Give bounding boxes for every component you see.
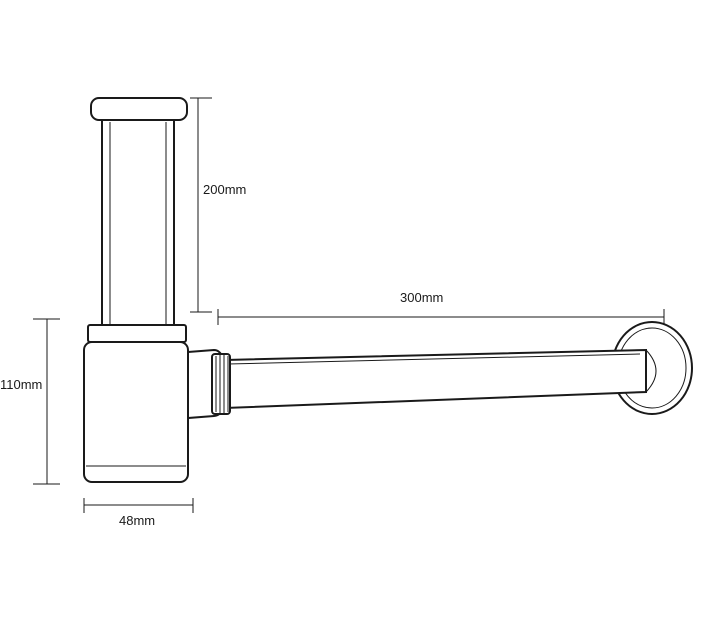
nut-knurling	[215, 355, 229, 413]
dimension-body-height: 110mm	[0, 318, 60, 485]
trap-body	[83, 341, 189, 483]
column-height-label: 200mm	[203, 182, 246, 197]
body-width-label: 48mm	[119, 513, 155, 528]
collar-ring	[87, 324, 187, 343]
top-cap	[90, 97, 188, 121]
pipe-length-label: 300mm	[400, 290, 443, 305]
dimension-body-width: 48mm	[83, 498, 194, 528]
slip-nut	[187, 348, 231, 420]
outlet-pipe	[224, 348, 657, 410]
dimension-pipe-length: 300mm	[217, 290, 665, 325]
column-tube	[101, 119, 175, 327]
body-height-label: 110mm	[0, 377, 42, 392]
dimension-column-height: 200mm	[190, 97, 246, 313]
